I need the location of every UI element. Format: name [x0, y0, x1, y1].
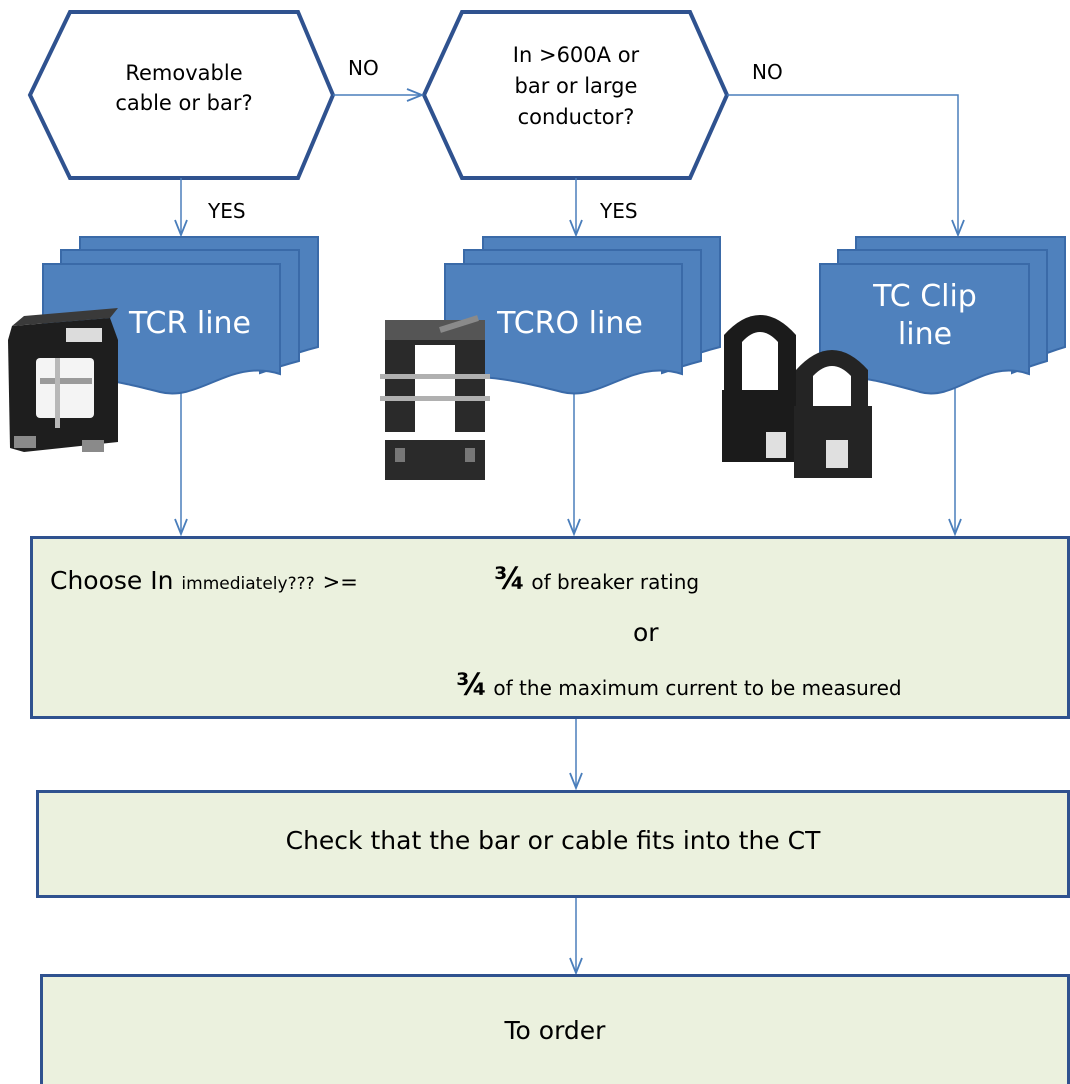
clip-ct-image: [722, 315, 872, 478]
step2-text: Check that the bar or cable fits into th…: [285, 826, 821, 855]
decision-line-3: conductor?: [517, 105, 635, 129]
edge-label-no-2: NO: [752, 60, 783, 84]
tcr-document-stack: [42, 236, 319, 395]
max-current-text: of the maximum current to be measured: [493, 676, 902, 700]
fraction-three-quarters: ¾: [494, 562, 526, 597]
arrow-no-to-clip: [727, 94, 958, 235]
decision-line-1: In >600A or: [512, 43, 640, 67]
step-choose-rating: [30, 536, 1070, 719]
fraction-three-quarters: ¾: [456, 668, 488, 703]
step1-maxcurrent-line: ¾ of the maximum current to be measured: [456, 668, 902, 703]
step-to-order: [40, 974, 1070, 1084]
edge-label-yes-2: YES: [600, 199, 638, 223]
choose-in-text: Choose In: [50, 566, 174, 595]
tcr-ct-image: [8, 308, 118, 452]
breaker-rating-text: of breaker rating: [531, 570, 700, 594]
step1-breaker-line: ¾ of breaker rating: [494, 562, 699, 597]
tcr-line-label: TCR line: [128, 306, 252, 341]
step1-or-text: or: [633, 618, 659, 647]
clip-document-stack: [819, 236, 1066, 395]
decision-line-2: cable or bar?: [115, 91, 253, 115]
immediately-text: immediately???: [181, 574, 315, 594]
tcro-document-stack: [444, 236, 721, 395]
decision-label-600a: In >600A or bar or large conductor?: [462, 40, 690, 133]
decision-line-1: Removable: [125, 61, 243, 85]
tcro-ct-image: [380, 315, 490, 480]
decision-hexagon-removable: [27, 10, 336, 180]
step-check-fit: [36, 790, 1070, 898]
clip-line-2: line: [897, 316, 953, 352]
gte-text: >=: [322, 570, 358, 594]
tcro-line-label: TCRO line: [497, 306, 643, 341]
decision-hexagon-600a: [421, 10, 730, 180]
clip-line-1: TC Clip: [873, 279, 977, 314]
clip-line-label: TC Clip line: [820, 278, 1030, 353]
edge-label-no-1: NO: [348, 56, 379, 80]
decision-line-2: bar or large: [514, 74, 638, 98]
decision-label-removable: Removable cable or bar?: [70, 58, 298, 118]
step3-text: To order: [504, 1016, 606, 1045]
step1-line-1: Choose In immediately??? >=: [50, 566, 358, 595]
edge-label-yes-1: YES: [208, 199, 246, 223]
